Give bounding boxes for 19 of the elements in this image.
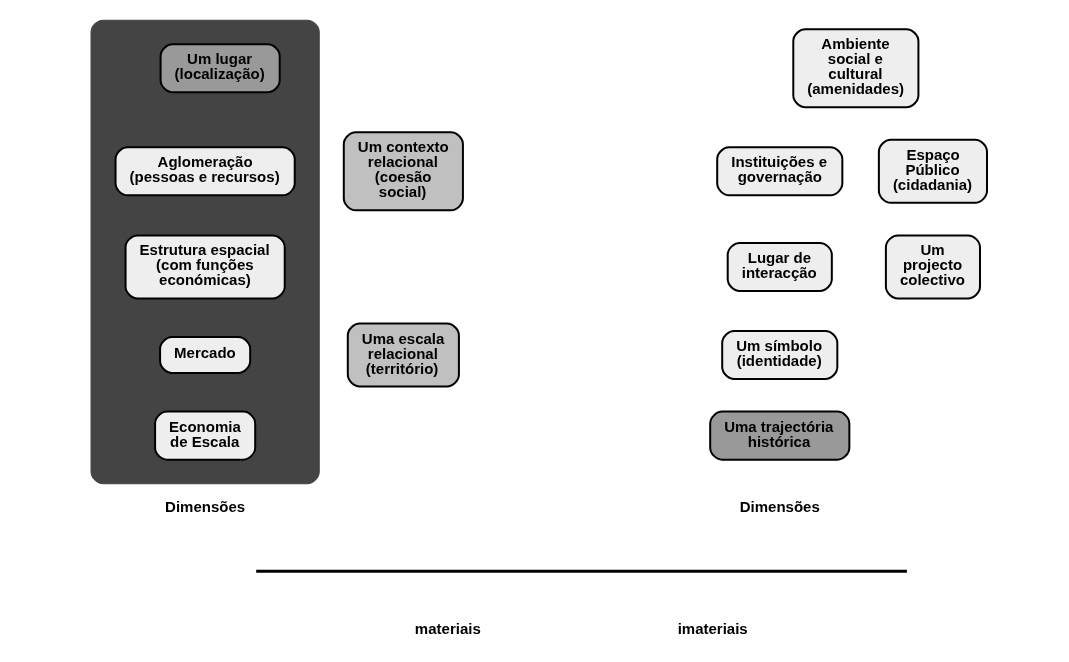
node-box: Espaço Público (cidadania) (877, 138, 988, 204)
node-box: Um símbolo (identidade) (720, 330, 838, 381)
node-box: Uma trajectória histórica (708, 410, 850, 461)
node-box: Mercado (158, 336, 251, 375)
node-box: Um contexto relacional (coesão social) (342, 131, 464, 212)
cluster (90, 19, 320, 485)
node-box: Estrutura espacial (com funções económicas) (124, 234, 286, 300)
label: Dimensões (739, 498, 820, 516)
node-box: Lugar de interacção (726, 241, 833, 292)
label: Dimensões (164, 498, 245, 516)
label: materiais (414, 620, 481, 638)
node-box: Um lugar (localização) (159, 43, 281, 94)
node-box: Economia de Escala (153, 410, 256, 461)
node-box: Instituições e governação (715, 146, 843, 197)
label: imateriais (677, 620, 748, 638)
node-box: Um projecto colectivo (884, 234, 981, 300)
node-box: Uma escala relacional (território) (346, 322, 460, 388)
node-box: Aglomeração (pessoas e recursos) (114, 146, 296, 197)
node-box: Ambiente social e cultural (amenidades) (791, 28, 919, 109)
